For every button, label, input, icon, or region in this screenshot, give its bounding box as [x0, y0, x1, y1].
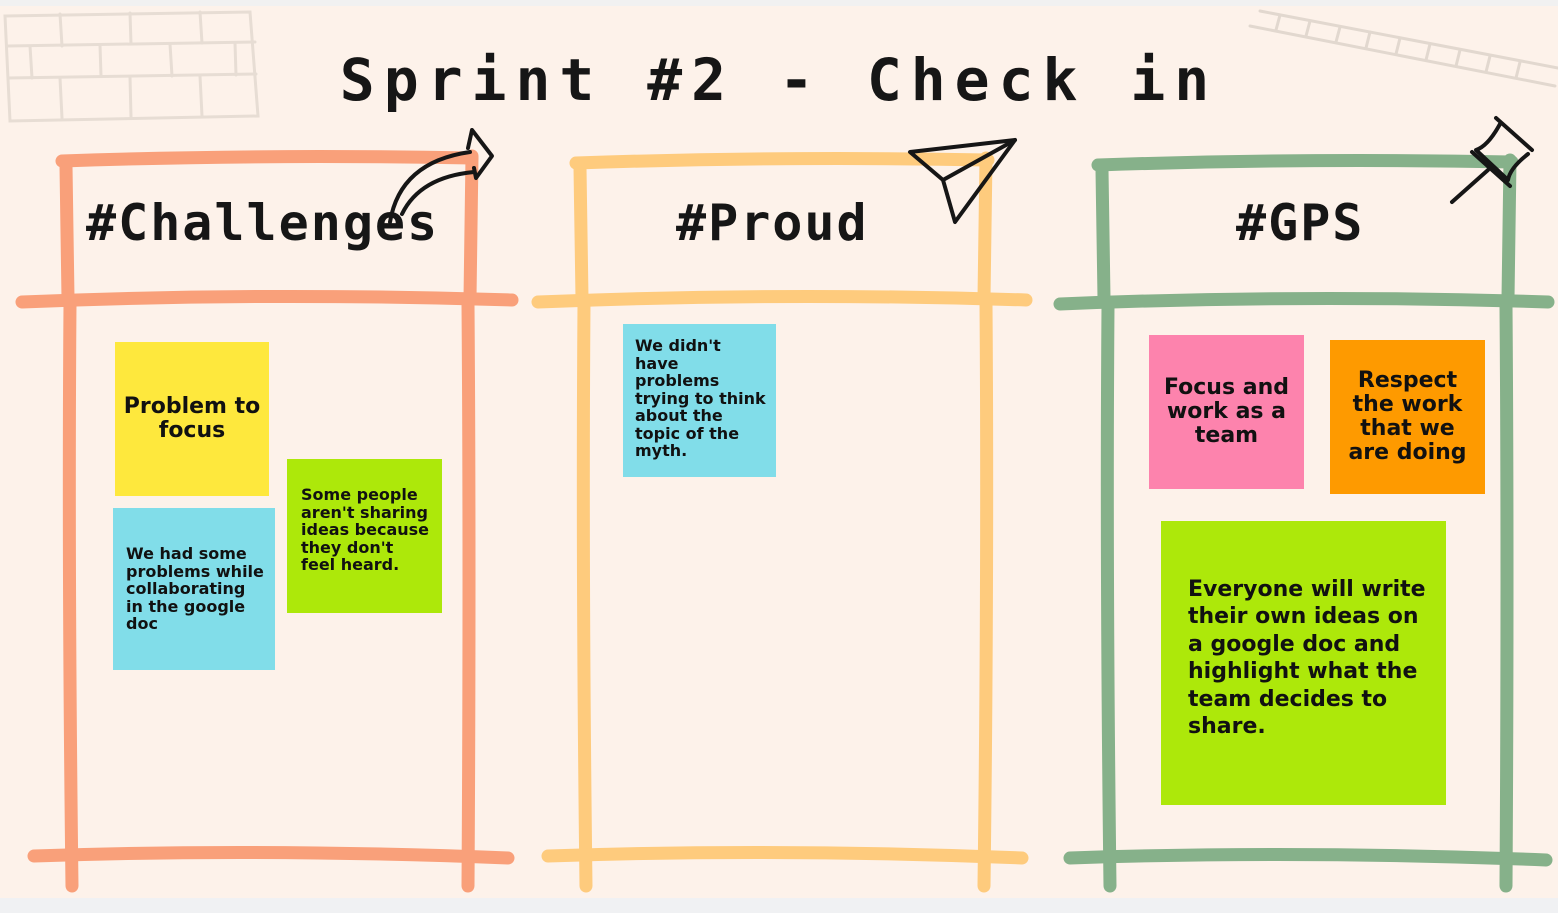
proud-heading: #Proud [676, 194, 869, 252]
sticky-note-text: We had some problems while collaborating… [126, 544, 264, 634]
board-title: Sprint #2 - Check in [339, 46, 1219, 114]
sticky-note[interactable]: We didn't have problems trying to think … [623, 324, 776, 477]
sticky-note-text: Respect the work that we are doing [1348, 367, 1467, 466]
sticky-note[interactable]: Problem to focus [115, 342, 269, 496]
proud-frame [531, 151, 1033, 893]
sticky-note[interactable]: Respect the work that we are doing [1330, 340, 1485, 494]
challenges-heading: #Challenges [86, 194, 440, 252]
curved-arrow-icon [388, 128, 494, 224]
gps-heading: #GPS [1236, 194, 1365, 252]
sticky-note[interactable]: Some people aren't sharing ideas because… [287, 459, 442, 613]
brick-wall-sketch [3, 10, 260, 123]
bottom-strip [0, 898, 1558, 913]
slide-canvas: Sprint #2 - Check in #Challenges #Proud … [0, 6, 1558, 898]
sticky-note-text: We didn't have problems trying to think … [635, 335, 766, 461]
sticky-note[interactable]: We had some problems while collaborating… [113, 508, 275, 670]
challenges-frame [15, 149, 519, 893]
sticky-note[interactable]: Focus and work as a team [1149, 335, 1304, 489]
sticky-note-text: Problem to focus [123, 393, 261, 443]
paper-plane-icon [908, 138, 1017, 224]
sticky-note-text: Everyone will write their own ideas on a… [1188, 576, 1426, 740]
sticky-note[interactable]: Everyone will write their own ideas on a… [1161, 521, 1446, 805]
gps-frame [1053, 153, 1555, 893]
sticky-note-text: Focus and work as a team [1164, 374, 1289, 449]
sticky-note-text: Some people aren't sharing ideas because… [301, 485, 430, 575]
ruler-sketch [1248, 9, 1558, 88]
push-pin-icon [1450, 116, 1534, 204]
